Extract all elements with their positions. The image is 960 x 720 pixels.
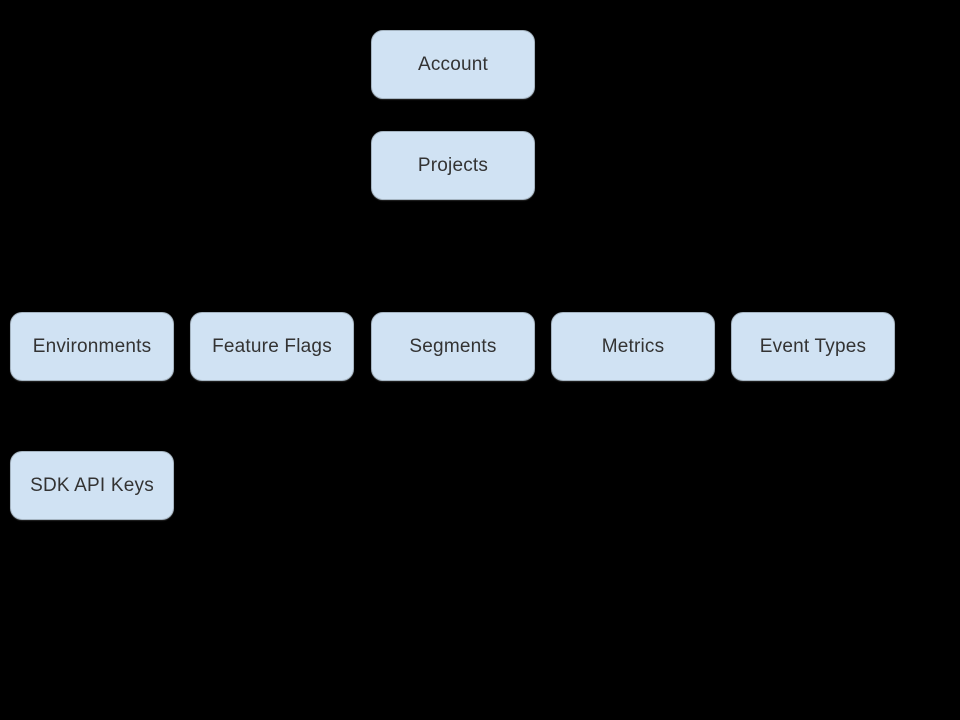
node-event-types: Event Types bbox=[731, 312, 895, 381]
node-feature-flags: Feature Flags bbox=[190, 312, 354, 381]
node-projects-label: Projects bbox=[417, 154, 489, 176]
node-account: Account bbox=[371, 30, 535, 99]
node-environments-label: Environments bbox=[32, 335, 152, 357]
node-event-types-label: Event Types bbox=[759, 335, 867, 357]
node-sdk-api-keys-label: SDK API Keys bbox=[30, 474, 154, 496]
node-feature-flags-label: Feature Flags bbox=[212, 335, 332, 357]
node-sdk-api-keys: SDK API Keys bbox=[10, 451, 174, 520]
node-account-label: Account bbox=[417, 53, 489, 75]
node-metrics-label: Metrics bbox=[601, 335, 665, 357]
node-environments: Environments bbox=[10, 312, 174, 381]
node-metrics: Metrics bbox=[551, 312, 715, 381]
node-projects: Projects bbox=[371, 131, 535, 200]
node-segments: Segments bbox=[371, 312, 535, 381]
node-segments-label: Segments bbox=[409, 335, 497, 357]
